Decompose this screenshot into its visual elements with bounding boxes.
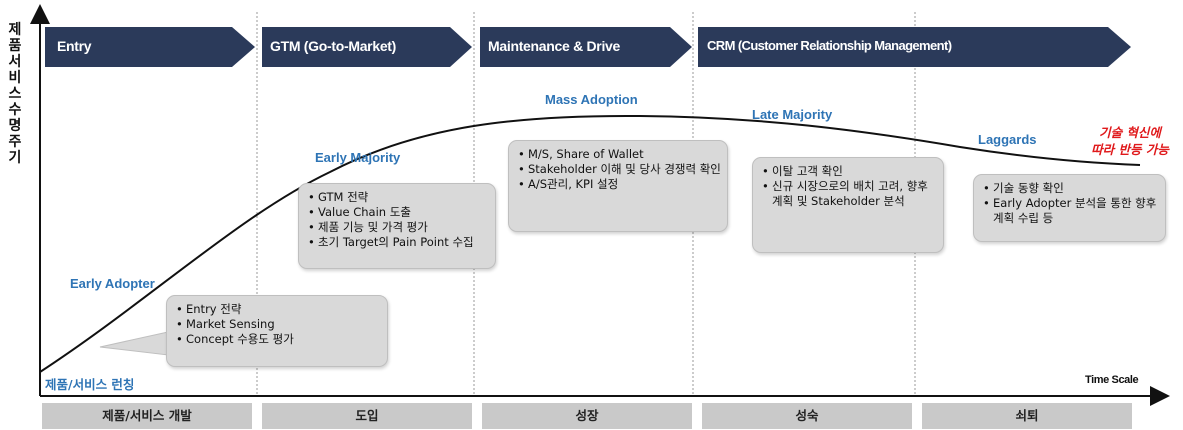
innovation-note: 기술 혁신에 따라 반등 가능 (1080, 124, 1180, 158)
stage-laggards: Laggards (978, 132, 1037, 147)
bubble-entry: Entry 전략 Market Sensing Concept 수용도 평가 (166, 295, 388, 367)
bubble-maintenance-item: Stakeholder 이해 및 당사 경쟁력 확인 (518, 162, 721, 177)
bubble-crm-trend-item: 기술 동향 확인 (983, 181, 1159, 196)
bubble-gtm: GTM 전략 Value Chain 도출 제품 기능 및 가격 평가 초기 T… (298, 183, 496, 269)
lifecycle-curve (39, 114, 1141, 373)
bubble-crm-trend: 기술 동향 확인 Early Adopter 분석을 통한 향후 계획 수립 등 (973, 174, 1166, 242)
bubble-maintenance-item: A/S관리, KPI 설정 (518, 177, 721, 192)
bubble-entry-item: Entry 전략 (176, 302, 381, 317)
bubble-maintenance: M/S, Share of Wallet Stakeholder 이해 및 당사… (508, 140, 728, 232)
x-axis-label: Time Scale (1085, 374, 1139, 386)
phase-label-entry: Entry (57, 38, 92, 54)
bubble-gtm-item: Value Chain 도출 (308, 205, 489, 220)
bottom-stage-growth: 성장 (575, 408, 599, 423)
bubble-maintenance-item: M/S, Share of Wallet (518, 147, 721, 162)
bottom-stage-decline: 쇠퇴 (1015, 408, 1039, 423)
phase-label-gtm: GTM (Go-to-Market) (270, 38, 397, 54)
stage-mass-adoption: Mass Adoption (545, 92, 638, 107)
y-axis-label: 제품서비스수명주기 (8, 22, 22, 166)
bubble-crm-churn-item: 신규 시장으로의 배치 고려, 향후 계획 및 Stakeholder 분석 (762, 179, 937, 209)
phase-arrow-gtm (262, 27, 472, 67)
phase-arrow-entry (45, 27, 255, 67)
phase-arrow-crm (698, 27, 1131, 67)
bubble-crm-churn: 이탈 고객 확인 신규 시장으로의 배치 고려, 향후 계획 및 Stakeho… (752, 157, 944, 253)
bubble-entry-item: Concept 수용도 평가 (176, 332, 381, 347)
bottom-stage-box-3 (482, 403, 692, 429)
phase-arrow-maintenance (480, 27, 692, 67)
bottom-stage-development: 제품/서비스 개발 (102, 408, 192, 423)
bottom-stage-box-5 (922, 403, 1132, 429)
bottom-stage-maturity: 성숙 (795, 408, 819, 423)
bubble-gtm-item: 제품 기능 및 가격 평가 (308, 220, 489, 235)
stage-early-majority: Early Majority (315, 150, 401, 165)
bubble-gtm-item: GTM 전략 (308, 190, 489, 205)
stage-launch: 제품/서비스 런칭 (45, 377, 135, 392)
stage-late-majority: Late Majority (752, 107, 833, 122)
innovation-note-line-1: 기술 혁신에 (1099, 125, 1161, 140)
bottom-stage-box-4 (702, 403, 912, 429)
entry-callout-tail (99, 331, 169, 356)
bottom-stage-box-2 (262, 403, 472, 429)
phase-label-maintenance: Maintenance & Drive (488, 38, 621, 54)
bottom-stage-box-1 (42, 403, 252, 429)
phase-label-crm: CRM (Customer Relationship Management) (707, 38, 952, 53)
stage-early-adopter: Early Adopter (70, 276, 155, 291)
bubble-crm-trend-item: Early Adopter 분석을 통한 향후 계획 수립 등 (983, 196, 1159, 226)
bubble-entry-item: Market Sensing (176, 317, 381, 332)
bubble-crm-churn-item: 이탈 고객 확인 (762, 164, 937, 179)
innovation-note-line-2: 따라 반등 가능 (1091, 142, 1169, 157)
bubble-gtm-item: 초기 Target의 Pain Point 수집 (308, 235, 489, 250)
bottom-stage-introduction: 도입 (355, 408, 379, 423)
